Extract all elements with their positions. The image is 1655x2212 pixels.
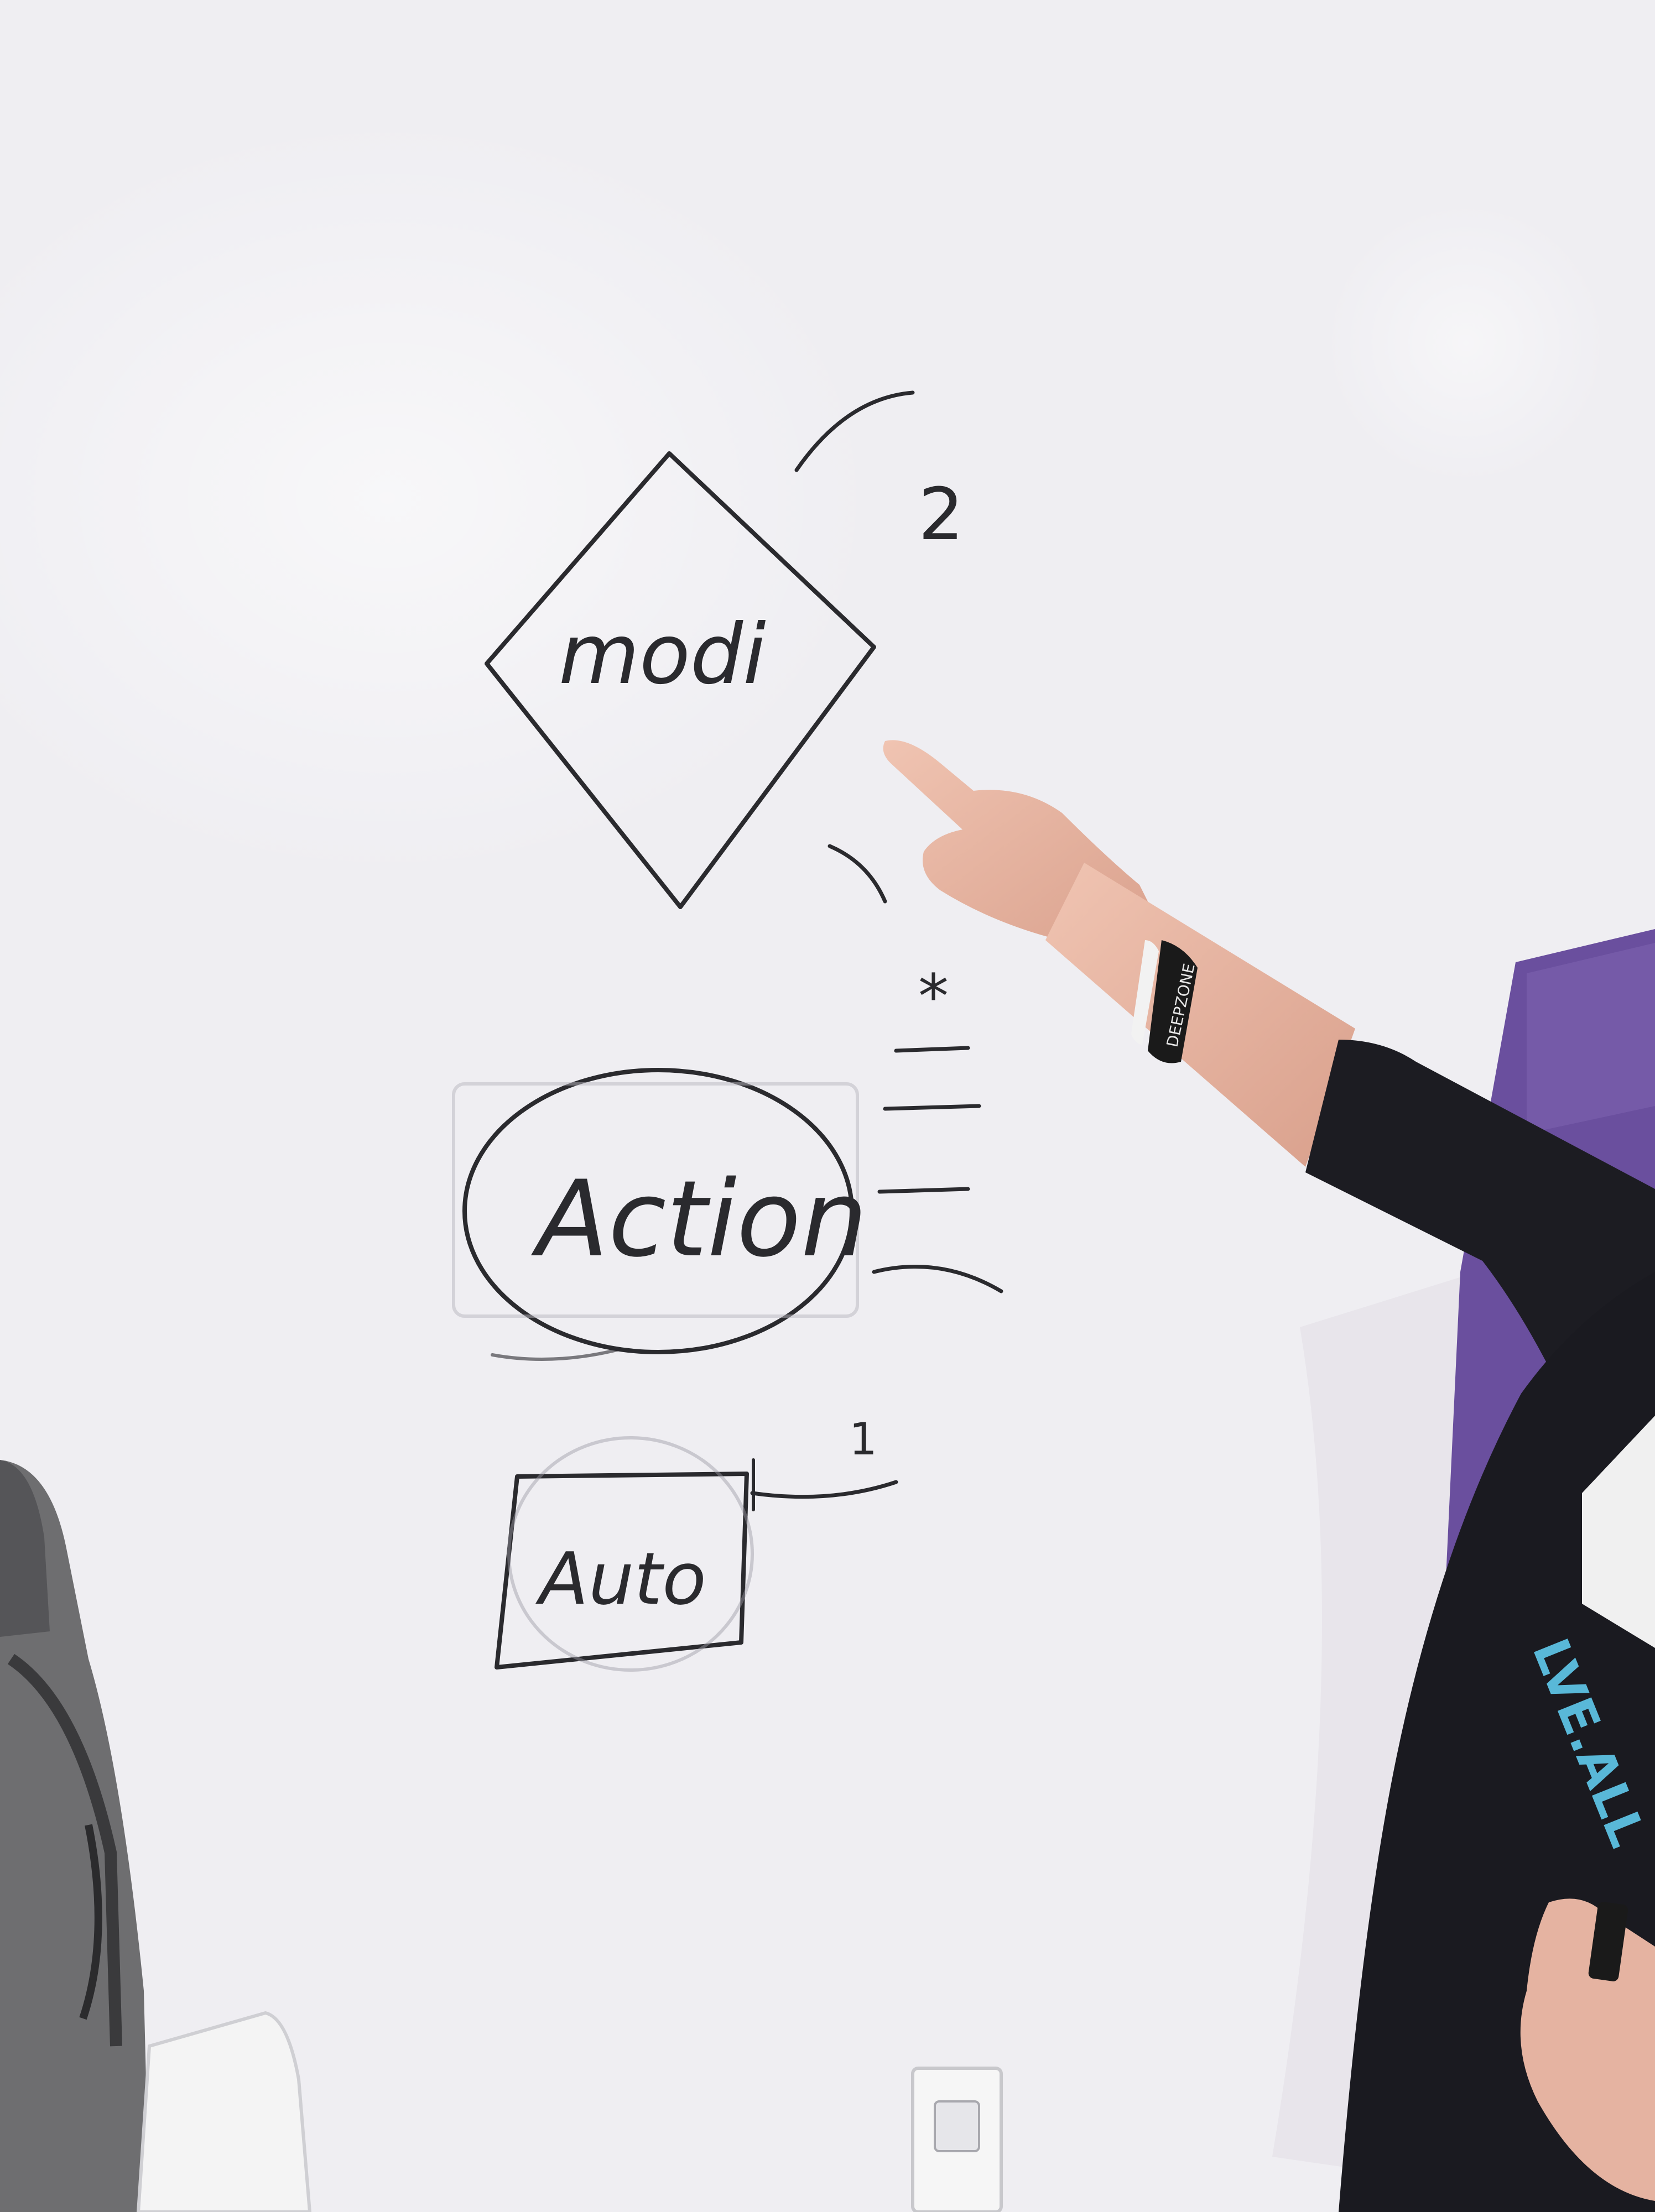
person-torso: LVE.ALL: [1339, 1272, 1655, 2212]
decision-diamond: [485, 451, 876, 909]
electrical-outlet: [911, 2067, 1003, 2212]
diagram-labels: modi 2 Action * Auto 1: [530, 472, 964, 1621]
auto-box: [495, 1472, 749, 1670]
diagram: [452, 390, 1003, 1672]
marker-hand: [1520, 1898, 1655, 2201]
marker-pen: [1588, 1902, 1628, 1981]
box-multiplicity: 1: [849, 1413, 877, 1465]
erased-box-ghost: [452, 1082, 859, 1318]
arc-top: [794, 390, 915, 472]
entity-marker: *: [918, 961, 949, 1032]
entity-ellipse: [462, 1068, 854, 1354]
sleeve: [1305, 1040, 1655, 1637]
chair: [136, 2011, 312, 2212]
relation-lines: [872, 1046, 1003, 1293]
decision-multiplicity: 2: [918, 472, 964, 556]
shirt-graphic: [1582, 1416, 1655, 1648]
backpack: [0, 1460, 149, 2212]
box-label: Auto: [535, 1537, 706, 1621]
forearm: [1045, 863, 1355, 1167]
entity-label: Action: [530, 1158, 867, 1280]
auto-connector: [750, 1480, 898, 1499]
erased-circle-ghost: [507, 1436, 754, 1672]
arc-bottom: [828, 844, 887, 904]
decision-label: modi: [559, 607, 766, 703]
pointing-arm: DEEPZONE: [883, 740, 1655, 1637]
